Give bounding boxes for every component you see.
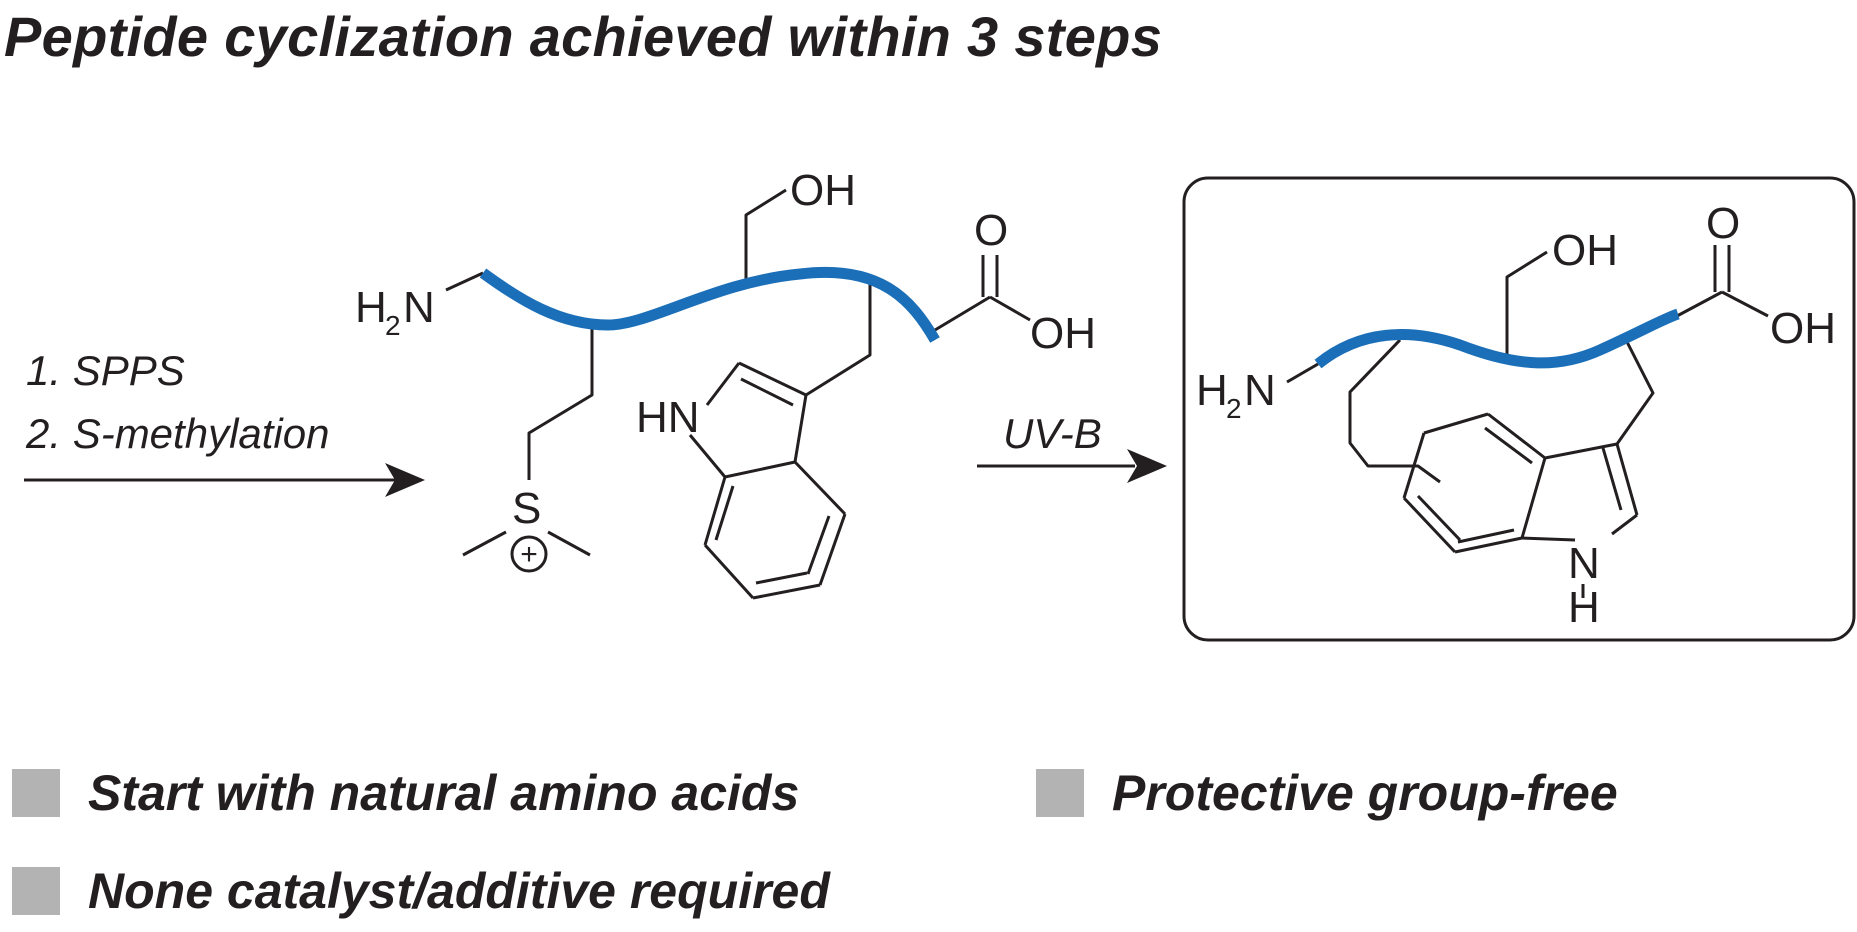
feature-item: Protective group-free bbox=[1036, 764, 1618, 822]
step2-condition: UV-B bbox=[1003, 410, 1102, 457]
product-amine-h: H bbox=[1196, 366, 1228, 415]
bullet-square-icon bbox=[12, 867, 60, 915]
product-backbone bbox=[1314, 308, 1680, 369]
precursor-carbonyl-o: O bbox=[974, 206, 1008, 255]
linear-precursor bbox=[445, 188, 1031, 600]
precursor-amine-sub: 2 bbox=[385, 310, 401, 341]
precursor-indole-nh: HN bbox=[636, 393, 700, 442]
precursor-backbone bbox=[479, 266, 940, 343]
precursor-amine-h: H bbox=[355, 283, 387, 332]
step1-condition-1: 1. SPPS bbox=[26, 347, 185, 394]
step2-arrow bbox=[977, 449, 1167, 483]
precursor-acid-oh: OH bbox=[1030, 309, 1096, 358]
product-box bbox=[1182, 176, 1856, 642]
product-amine-sub: 2 bbox=[1226, 393, 1242, 424]
product-amine-n: N bbox=[1244, 366, 1276, 415]
cyclic-product bbox=[1286, 245, 1769, 598]
feature-text: None catalyst/additive required bbox=[88, 863, 830, 919]
step1-condition-2: 2. S-methylation bbox=[25, 410, 329, 457]
product-ser-oh: OH bbox=[1552, 226, 1618, 275]
feature-text: Protective group-free bbox=[1112, 765, 1618, 821]
precursor-sulfonium-s: S bbox=[512, 484, 541, 533]
precursor-ser-oh: OH bbox=[790, 166, 856, 215]
step1-arrow bbox=[24, 463, 425, 497]
product-indole-h: H bbox=[1568, 583, 1600, 632]
page-title: Peptide cyclization achieved within 3 st… bbox=[4, 5, 1163, 68]
precursor-amine-n: N bbox=[403, 283, 435, 332]
product-indole-n: N bbox=[1568, 539, 1600, 588]
product-acid-oh: OH bbox=[1770, 304, 1836, 353]
bullet-square-icon bbox=[1036, 769, 1084, 817]
feature-item: Start with natural amino acids bbox=[12, 764, 799, 822]
positive-charge-icon: + bbox=[520, 538, 538, 571]
feature-text: Start with natural amino acids bbox=[88, 765, 800, 821]
bullet-square-icon bbox=[12, 769, 60, 817]
feature-item: None catalyst/additive required bbox=[12, 862, 830, 920]
product-carbonyl-o: O bbox=[1706, 199, 1740, 248]
